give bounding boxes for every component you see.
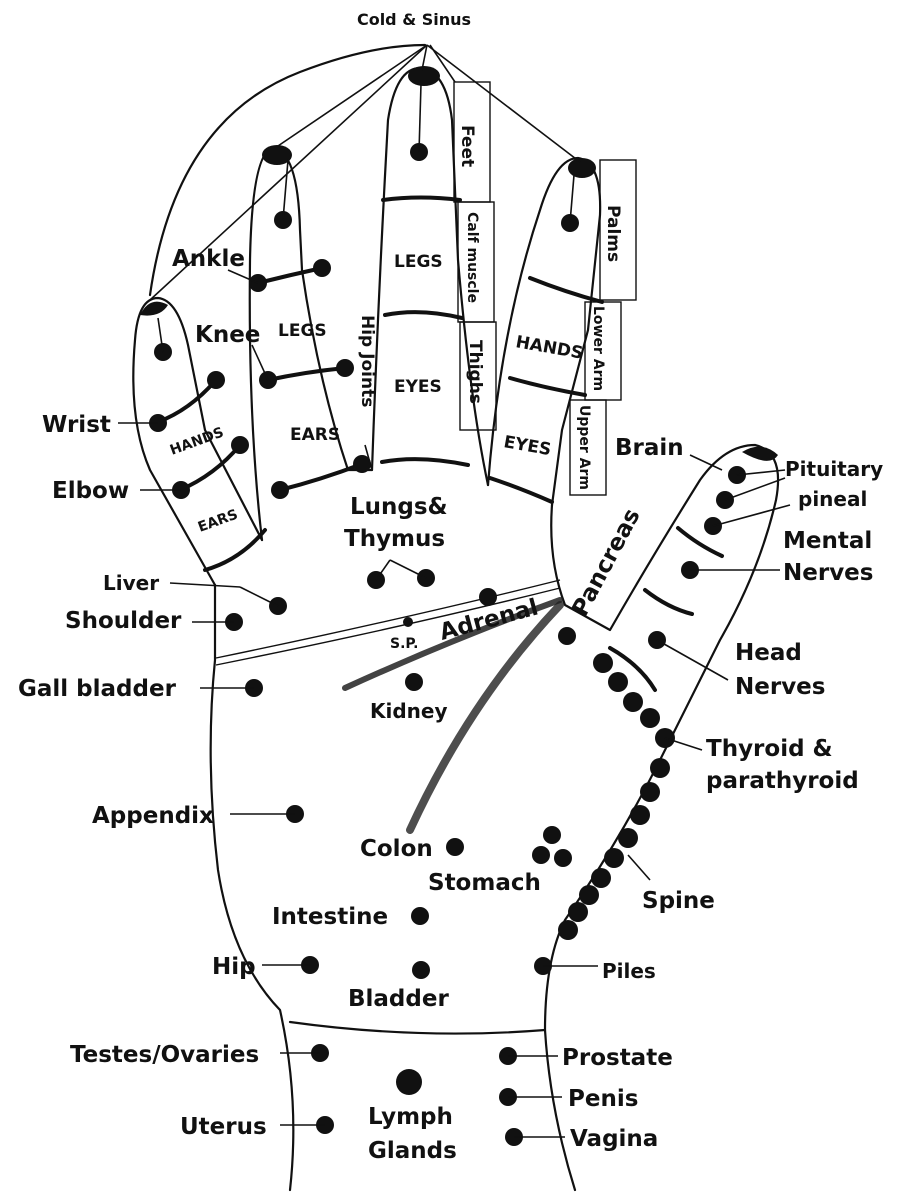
label-uterus: Uterus [180,1114,267,1140]
label-cold-sinus: Cold & Sinus [357,10,471,29]
label-head-2: Nerves [735,674,825,700]
label-pancreas: Pancreas [567,504,645,620]
label-thyroid-2: parathyroid [706,768,859,794]
label-stomach: Stomach [428,870,541,896]
label-upper-arm: Upper Arm [576,405,592,490]
label-wrist: Wrist [42,412,111,438]
label-palms: Palms [603,205,623,262]
label-sp: S.P. [390,636,418,652]
label-piles: Piles [602,959,656,983]
label-testes-ovaries: Testes/Ovaries [70,1042,259,1068]
label-mental-2: Nerves [783,560,873,586]
label-knee: Knee [195,322,260,348]
label-feet: Feet [457,125,477,167]
label-kidney: Kidney [370,699,448,723]
label-lymph-2: Glands [368,1138,457,1164]
label-shoulder: Shoulder [65,608,182,634]
label-penis: Penis [568,1086,638,1112]
label-liver: Liver [103,571,159,595]
label-vagina: Vagina [570,1126,658,1152]
label-pinky-ears: EARS [196,507,240,536]
label-colon: Colon [360,836,433,862]
label-pineal: pineal [798,487,867,511]
label-middle-eyes: EYES [394,377,442,397]
label-head-1: Head [735,640,802,666]
label-lower-arm: Lower Arm [590,306,606,391]
label-hip-joints: Hip Joints [357,315,377,407]
label-lungs-1: Lungs& [350,494,448,520]
label-thyroid-1: Thyroid & [706,736,833,762]
label-prostate: Prostate [562,1045,673,1071]
label-calf-muscle: Calf muscle [464,212,480,303]
label-index-hands: HANDS [514,332,584,363]
label-gall-bladder: Gall bladder [18,676,177,702]
finger-side-boxes [454,82,636,495]
label-middle-legs: LEGS [394,252,443,272]
label-mental-1: Mental [783,528,872,554]
label-spine: Spine [642,888,715,914]
label-appendix: Appendix [92,803,214,829]
label-bladder: Bladder [348,986,449,1012]
label-thighs: Thighs [465,340,485,404]
label-brain: Brain [615,435,684,461]
label-lungs-2: Thymus [344,526,445,552]
label-intestine: Intestine [272,904,388,930]
label-lymph-1: Lymph [368,1104,453,1130]
label-hip: Hip [212,954,256,980]
label-ring-ears: EARS [290,425,340,445]
label-elbow: Elbow [52,478,129,504]
label-ankle: Ankle [172,246,245,272]
label-ring-legs: LEGS [278,321,327,341]
label-pituitary: Pituitary [785,457,883,481]
label-index-eyes: EYES [502,432,553,460]
